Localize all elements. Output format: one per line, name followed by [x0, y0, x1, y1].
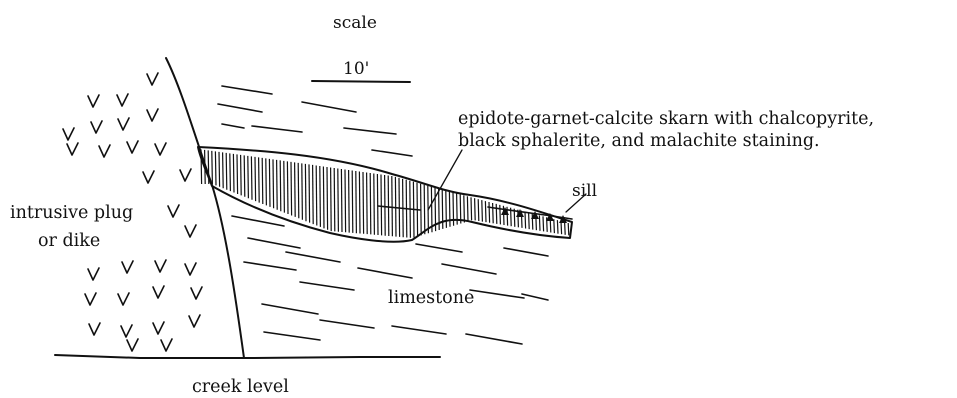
creek-level-label: creek level [192, 377, 289, 397]
intrusive-label-line-1: intrusive plug [10, 203, 133, 223]
skarn-body [198, 147, 572, 242]
creek-level-line [55, 355, 440, 358]
limestone-label: limestone [388, 288, 474, 308]
scale-bar [312, 81, 410, 82]
sill-label: sill [572, 181, 597, 201]
skarn-label-line-1: epidote-garnet-calcite skarn with chalco… [458, 109, 874, 129]
skarn-label-line-2: black sphalerite, and malachite staining… [458, 131, 820, 151]
scale-label: scale [333, 13, 377, 33]
intrusive-label-line-2: or dike [38, 231, 100, 251]
scale-value-label: 10' [343, 59, 369, 79]
